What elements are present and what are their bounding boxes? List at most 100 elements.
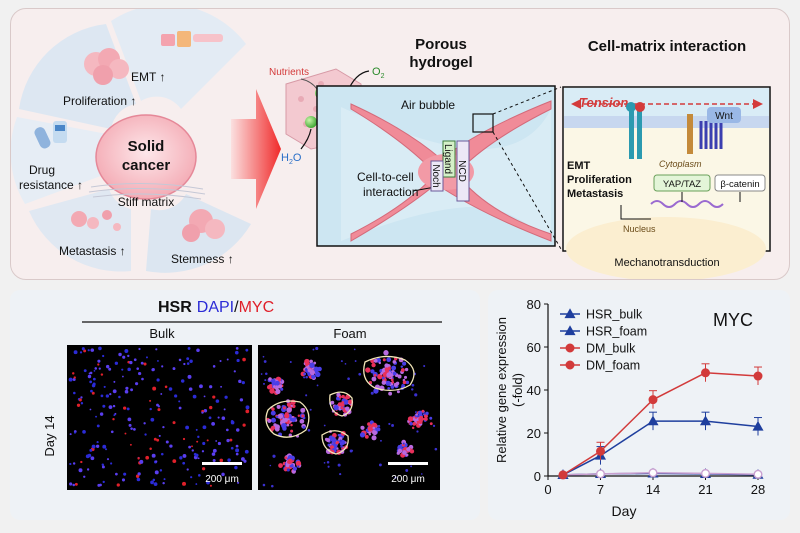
- bulk-nucleus: [101, 463, 105, 466]
- beta-catenin-box: [714, 174, 766, 192]
- bulk-nucleus: [152, 386, 157, 391]
- scale-label-bulk: 200 μm: [205, 474, 239, 485]
- bulk-nucleus: [241, 381, 245, 385]
- tension-arrowhead-left: [571, 99, 581, 109]
- foam-nucleus: [339, 439, 342, 442]
- bulk-nucleus: [206, 480, 210, 485]
- drug-label-line1: Drug: [29, 163, 55, 177]
- foam-nucleus: [418, 417, 422, 421]
- solid-cancer-mass: [95, 114, 197, 200]
- title-dapi: DAPI: [197, 299, 234, 316]
- y-axis-label-line1: Relative gene expression: [494, 317, 509, 463]
- foam-nucleus: [397, 374, 402, 379]
- foam-nucleus: [390, 385, 395, 389]
- foam-nucleus: [340, 445, 343, 448]
- series-HSR_foam: [557, 411, 764, 480]
- foam-nucleus: [338, 395, 342, 399]
- foam-nucleus: [336, 392, 341, 397]
- bulk-nucleus: [80, 402, 84, 405]
- bulk-nucleus: [154, 470, 159, 475]
- foam-nucleus: [401, 439, 407, 445]
- yap-taz-box: [653, 174, 711, 192]
- metastasis-label: Metastasis ↑: [59, 244, 126, 258]
- scale-bar-foam: [388, 462, 428, 465]
- x-axis-label: Day: [612, 503, 637, 519]
- bulk-nucleus: [162, 426, 165, 429]
- foam-nucleus: [409, 421, 413, 426]
- bulk-nucleus: [202, 441, 206, 445]
- bulk-nucleus: [226, 438, 230, 443]
- bulk-nucleus: [113, 414, 116, 417]
- foam-nucleus: [269, 388, 275, 394]
- foam-nucleus: [264, 379, 267, 382]
- foam-nucleus: [404, 367, 409, 372]
- bulk-nucleus: [187, 374, 192, 379]
- foam-nucleus: [282, 406, 286, 410]
- foam-nucleus: [303, 376, 306, 379]
- foam-nucleus: [307, 368, 312, 373]
- bulk-nucleus: [196, 348, 200, 353]
- bulk-nucleus: [105, 448, 108, 451]
- cytoplasm-label: Cytoplasm: [659, 159, 702, 169]
- foam-nucleus: [373, 358, 378, 363]
- bulk-nucleus: [127, 354, 130, 358]
- foam-nucleus: [411, 388, 414, 391]
- foam-nucleus: [387, 386, 391, 390]
- foam-nucleus: [422, 417, 426, 421]
- bulk-nucleus: [112, 389, 117, 394]
- tension-arrowhead-right: [753, 99, 763, 109]
- foam-nucleus: [324, 437, 329, 442]
- foam-nucleus: [290, 429, 294, 433]
- y-tick-label: 0: [534, 469, 541, 484]
- foam-nucleus: [284, 412, 289, 417]
- legend-label: DM_bulk: [586, 342, 636, 356]
- foam-nucleus: [414, 411, 417, 414]
- bulk-nucleus: [219, 458, 224, 463]
- foam-nucleus: [292, 466, 297, 471]
- bulk-nucleus: [96, 441, 99, 444]
- foam-nucleus: [372, 426, 376, 430]
- bulk-nucleus: [221, 416, 226, 420]
- foam-nucleus: [275, 388, 281, 395]
- foam-nucleus: [286, 423, 290, 427]
- foam-spheroid-outlines: [265, 355, 415, 455]
- bulk-nucleus: [87, 349, 90, 352]
- nutrients-label: Nutrients: [269, 67, 309, 78]
- foam-nucleus: [386, 372, 392, 378]
- x-tick-label: 28: [751, 482, 765, 497]
- foam-nucleus: [335, 447, 339, 450]
- foam-nucleus: [396, 390, 400, 394]
- legend-marker: [565, 343, 575, 353]
- foam-nucleus: [341, 394, 345, 399]
- bulk-nucleus: [92, 377, 96, 381]
- bulk-nucleus: [212, 365, 216, 368]
- y-tick-label: 60: [527, 340, 541, 355]
- foam-nucleus: [385, 368, 389, 373]
- foam-nucleus: [276, 404, 281, 409]
- x-tick-label: 14: [646, 482, 660, 497]
- foam-nucleus: [423, 365, 426, 368]
- wnt-label: Wnt: [715, 111, 733, 122]
- nutrients-arrow: [300, 78, 318, 90]
- foam-nucleus: [347, 377, 350, 381]
- bulk-nucleus: [124, 432, 127, 435]
- bulk-nucleus: [202, 425, 207, 430]
- bulk-nucleus: [68, 377, 73, 382]
- foam-nucleus: [377, 373, 383, 380]
- legend-marker: [564, 325, 576, 336]
- bulk-nucleus: [215, 399, 220, 403]
- legend-label: HSR_foam: [586, 325, 647, 339]
- bulk-nucleus: [188, 445, 191, 449]
- foam-nucleus: [340, 406, 344, 410]
- foam-nucleus: [378, 463, 382, 467]
- foam-nucleus: [373, 388, 379, 394]
- foam-nucleus: [380, 439, 382, 442]
- bulk-nucleus: [90, 389, 93, 393]
- bulk-nucleus: [201, 450, 205, 453]
- bulk-nucleus: [239, 398, 244, 402]
- h2o-label: H2O: [281, 152, 302, 166]
- foam-nucleus: [337, 463, 341, 467]
- foam-nucleus: [323, 424, 326, 427]
- foam-nucleus: [297, 465, 300, 468]
